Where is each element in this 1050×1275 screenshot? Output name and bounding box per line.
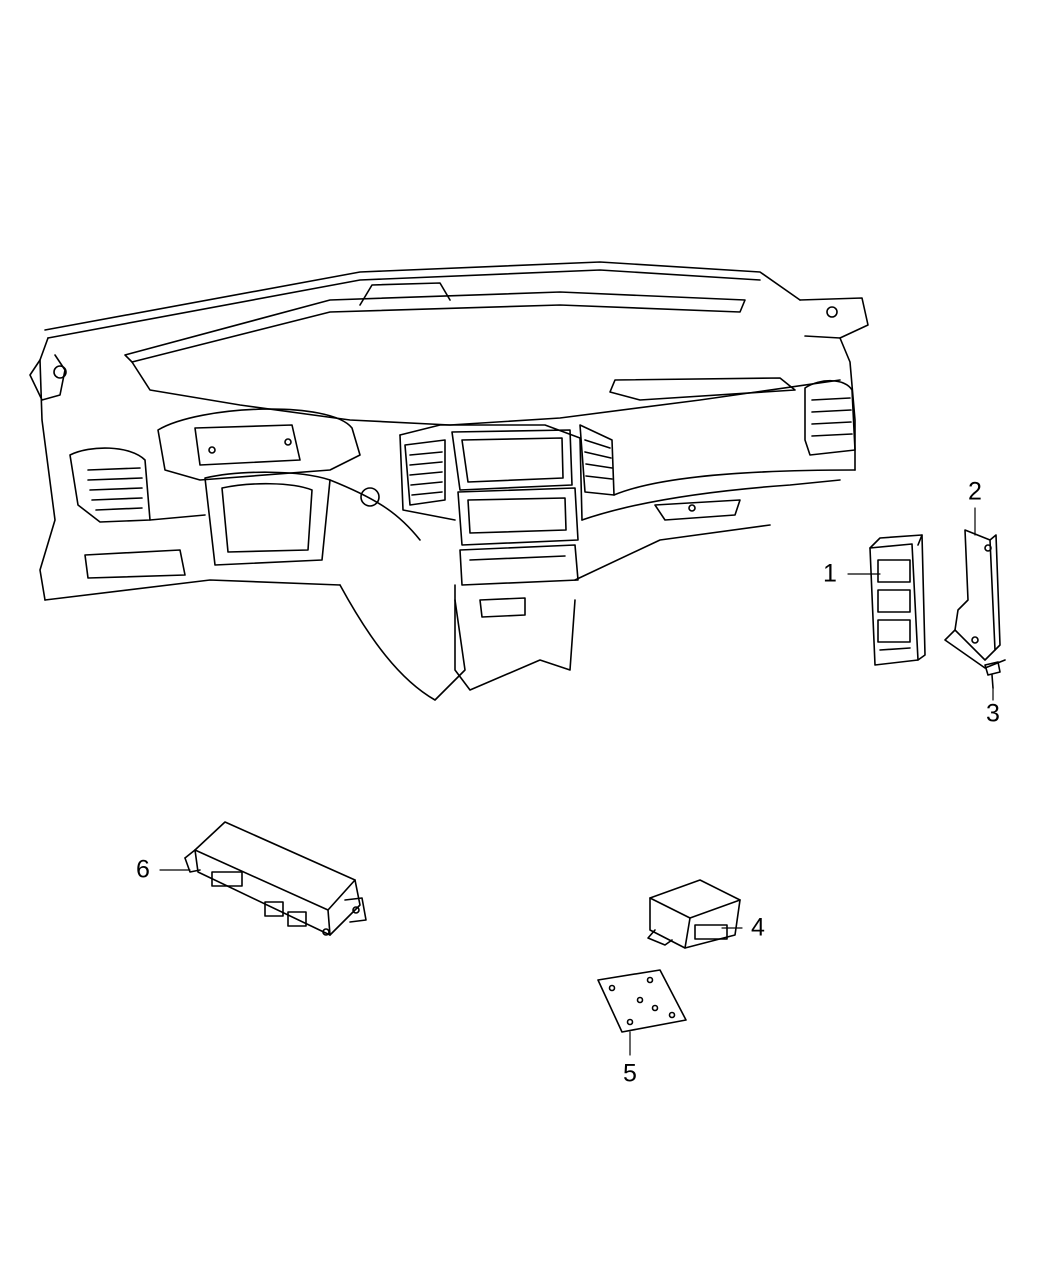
part-6-controller	[185, 822, 366, 935]
center-left-vent-louvers	[410, 452, 442, 495]
left-vent-louvers	[88, 468, 142, 510]
leader-lines	[160, 508, 993, 1055]
instrument-panel	[30, 262, 868, 700]
part-1-module	[870, 535, 925, 665]
right-vent-louvers	[812, 398, 852, 436]
part-4-module	[648, 880, 740, 948]
callout-2: 2	[968, 477, 982, 506]
part-2-bracket	[945, 530, 1005, 668]
callout-4: 4	[751, 913, 765, 942]
callout-5: 5	[623, 1059, 637, 1088]
part-5-plate	[598, 970, 686, 1032]
callout-3: 3	[986, 699, 1000, 728]
callout-6: 6	[136, 855, 150, 884]
part-3-screw	[985, 662, 1000, 688]
callout-1: 1	[823, 559, 837, 588]
center-right-vent-louvers	[585, 440, 612, 479]
